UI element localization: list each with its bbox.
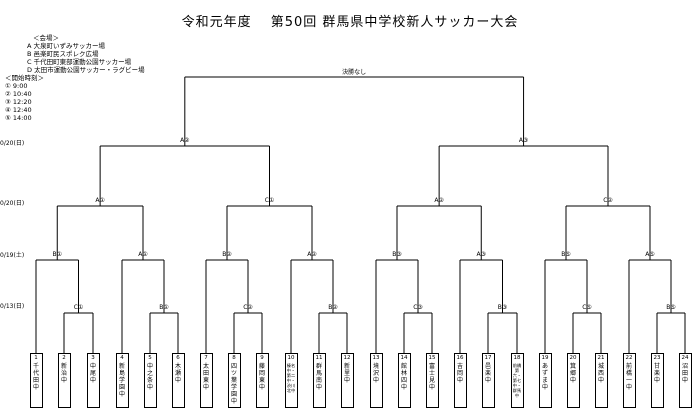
team-box: 4 新島学園中 xyxy=(115,353,129,408)
team-box: 11 群馬南中 xyxy=(312,353,326,408)
team-number: 2 xyxy=(62,355,66,361)
team-name: 中之条中 xyxy=(146,363,153,391)
team-number: 23 xyxy=(653,355,661,361)
team-box: 13 境沢中 xyxy=(369,353,383,408)
team-box: 1 千代田中 xyxy=(29,353,43,408)
team-box: 9 藤岡東中 xyxy=(255,353,269,408)
venue-b: B 邑楽町民スポレク広場 xyxy=(27,50,99,58)
team-box: 14 館林四中 xyxy=(397,353,411,408)
page-title: 令和元年度 第50回 群馬県中学校新人サッカー大会 xyxy=(181,15,519,30)
team-box: 22 前橋一中 xyxy=(622,353,636,408)
team-box: 8 四ツ葉学園中 xyxy=(227,353,241,408)
team-number: 11 xyxy=(315,355,323,361)
round-date-r16: 0/19(土) xyxy=(0,252,25,259)
team-name: 榛名中・第二中・渋川北中 xyxy=(286,363,296,393)
team-number: 12 xyxy=(343,355,351,361)
team-number: 22 xyxy=(625,355,633,361)
team-name: 木瀬中 xyxy=(174,363,181,384)
time-3: ③ 12:20 xyxy=(5,98,32,106)
team-number: 17 xyxy=(484,355,492,361)
team-number: 18 xyxy=(513,355,521,361)
team-box: 5 中之条中 xyxy=(143,353,157,408)
team-number: 24 xyxy=(681,355,689,361)
team-name: 箕郷中 xyxy=(569,363,576,384)
team-number: 3 xyxy=(91,355,95,361)
team-name: 新島学園中 xyxy=(118,363,125,398)
time-2: ② 10:40 xyxy=(5,90,32,98)
team-number: 15 xyxy=(428,355,436,361)
team-number: 21 xyxy=(597,355,605,361)
team-box: 10 榛名中・第二中・渋川北中 xyxy=(284,353,298,408)
team-number: 1 xyxy=(34,355,38,361)
times-header: ＜開始時刻＞ xyxy=(5,74,44,82)
team-box: 23 甘楽中 xyxy=(650,353,664,408)
team-name: 太田東中 xyxy=(202,363,209,391)
venue-d: D 太田市運動公園サッカー・ラグビー場 xyxy=(27,66,145,74)
venue-c: C 千代田町東部運動公園サッカー場 xyxy=(27,58,132,66)
team-name: 藤岡東中 xyxy=(258,363,265,391)
team-name: 前橋一中 xyxy=(625,363,632,391)
team-name: あずま中 xyxy=(541,363,548,391)
team-name: 群馬南中 xyxy=(315,363,322,391)
round-date-quarters: 0/20(日) xyxy=(0,200,25,207)
team-box: 6 木瀬中 xyxy=(171,353,185,408)
team-name: 四ツ葉学園中 xyxy=(230,363,237,405)
team-name: 甘楽中 xyxy=(653,363,660,384)
team-number: 9 xyxy=(260,355,264,361)
team-name: 新治中 xyxy=(60,363,67,384)
final-label: 決勝なし xyxy=(342,68,366,76)
team-box: 24 沼田中 xyxy=(678,353,692,408)
team-box: 16 吉岡中 xyxy=(453,353,467,408)
team-name: 館林四中 xyxy=(400,363,407,391)
time-1: ① 9:00 xyxy=(5,82,28,90)
round-date-r32: 0/13(日) xyxy=(0,303,25,310)
team-number: 10 xyxy=(287,355,295,361)
team-name: 新里中 xyxy=(343,363,350,384)
team-name: 千代田中 xyxy=(32,363,39,391)
team-number: 16 xyxy=(456,355,464,361)
team-number: 19 xyxy=(541,355,549,361)
team-number: 5 xyxy=(148,355,152,361)
team-box: 20 箕郷中 xyxy=(566,353,580,408)
team-box: 3 中尾中 xyxy=(86,353,100,408)
team-box: 18 前橋第六・第七中・群馬中 xyxy=(510,353,524,408)
team-number: 13 xyxy=(372,355,380,361)
team-number: 4 xyxy=(120,355,124,361)
team-number: 20 xyxy=(569,355,577,361)
team-name: 城西中 xyxy=(597,363,604,384)
team-name: 中尾中 xyxy=(89,363,96,384)
team-box: 12 新里中 xyxy=(340,353,354,408)
team-box: 17 邑楽中 xyxy=(481,353,495,408)
team-box: 19 あずま中 xyxy=(538,353,552,408)
team-number: 8 xyxy=(232,355,236,361)
time-5: ⑤ 14:00 xyxy=(5,114,32,122)
team-box: 21 城西中 xyxy=(594,353,608,408)
team-name: 吉岡中 xyxy=(456,363,463,384)
venues-header: ＜会場＞ xyxy=(33,34,59,42)
team-box: 15 富士見中 xyxy=(425,353,439,408)
time-4: ④ 12:40 xyxy=(5,106,32,114)
round-date-semis: 0/20(日) xyxy=(0,140,25,147)
team-name: 富士見中 xyxy=(428,363,435,391)
team-number: 7 xyxy=(204,355,208,361)
team-box: 2 新治中 xyxy=(57,353,71,408)
team-name: 邑楽中 xyxy=(484,363,491,384)
team-name: 沼田中 xyxy=(681,363,688,384)
team-name: 境沢中 xyxy=(372,363,379,384)
venue-a: A 大泉町いずみサッカー場 xyxy=(27,42,106,50)
team-name: 前橋第六・第七中・群馬中 xyxy=(512,363,522,398)
team-number: 14 xyxy=(400,355,408,361)
team-number: 6 xyxy=(176,355,180,361)
team-box: 7 太田東中 xyxy=(199,353,213,408)
